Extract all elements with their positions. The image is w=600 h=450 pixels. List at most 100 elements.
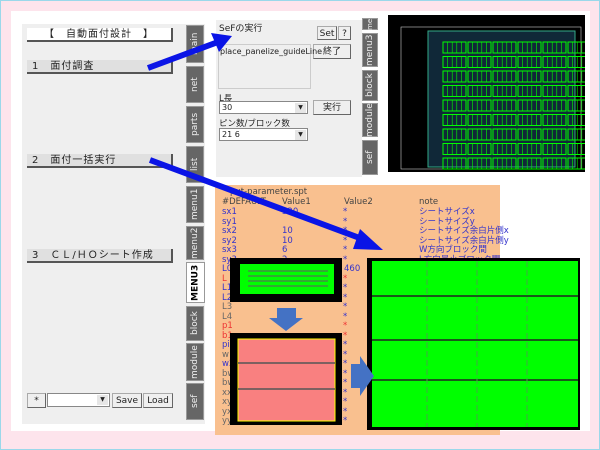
param-v2: * bbox=[343, 273, 348, 284]
help-button[interactable]: ? bbox=[338, 26, 351, 40]
cad-mark bbox=[492, 99, 517, 112]
survey-button[interactable]: 1 面付調査 bbox=[27, 60, 173, 74]
param-k: L bbox=[222, 273, 227, 284]
pin-count-label: ピン数/ブロック数 bbox=[219, 119, 290, 129]
cad-mark bbox=[237, 338, 336, 422]
cad-mark bbox=[248, 275, 328, 277]
cad-mark bbox=[517, 70, 542, 83]
cad-mark bbox=[542, 70, 567, 83]
param-v2: * bbox=[343, 302, 348, 312]
cad-mark bbox=[517, 143, 542, 155]
cad-mark bbox=[542, 99, 567, 112]
panel-title: 【 自動面付設計 】 bbox=[27, 28, 173, 42]
param-v2: * bbox=[343, 292, 348, 303]
cad-mark bbox=[467, 41, 492, 54]
cad-mark bbox=[467, 128, 492, 141]
cad-mark bbox=[240, 264, 334, 294]
param-v2: * bbox=[343, 368, 348, 379]
param-v2: * bbox=[343, 359, 348, 369]
star-button[interactable]: * bbox=[27, 393, 46, 408]
param-k: sy2 bbox=[222, 235, 237, 246]
cad-mark bbox=[542, 114, 567, 126]
param-v2: * bbox=[343, 378, 348, 388]
cad-mark bbox=[492, 41, 517, 54]
param-v2: * bbox=[343, 235, 348, 246]
block-green-image bbox=[230, 258, 342, 302]
cad-mark bbox=[442, 56, 467, 68]
param-v1: 10 bbox=[282, 226, 293, 236]
sef-title: SeFの実行 bbox=[219, 24, 263, 34]
cad-mark bbox=[542, 128, 567, 141]
preset-select[interactable]: ▼ bbox=[47, 393, 110, 407]
cad-mark bbox=[248, 270, 328, 272]
cad-mark bbox=[492, 56, 517, 68]
param-k: sx1 bbox=[222, 207, 237, 217]
param-v2: * bbox=[343, 387, 348, 398]
cad-mark bbox=[248, 280, 328, 282]
param-k: bw bbox=[222, 368, 235, 379]
param-k: L0 bbox=[222, 264, 233, 274]
save-button[interactable]: Save bbox=[112, 393, 142, 408]
cad-mark bbox=[467, 157, 492, 170]
param-k: w2 bbox=[222, 359, 235, 369]
command-list[interactable]: place_panelize_guideLine bbox=[218, 44, 322, 89]
param-v2: * bbox=[343, 330, 348, 341]
cad-mark bbox=[542, 143, 567, 155]
param-v2: * bbox=[343, 283, 348, 293]
param-k: xy bbox=[222, 397, 233, 407]
pin-count-select[interactable]: 21 6▼ bbox=[219, 128, 308, 141]
param-k: sy1 bbox=[222, 216, 237, 227]
cad-mark bbox=[467, 56, 492, 68]
cad-mark bbox=[372, 261, 578, 427]
run-button[interactable]: 実行 bbox=[313, 100, 351, 115]
cad-mark bbox=[492, 114, 517, 126]
param-k: yx bbox=[222, 406, 233, 417]
pointer-arrow-icon bbox=[146, 33, 232, 71]
cad-mark bbox=[467, 114, 492, 126]
cad-mark bbox=[467, 99, 492, 112]
param-note: シートサイズ余白片側y bbox=[419, 235, 509, 246]
cad-mark bbox=[442, 114, 467, 126]
cad-mark bbox=[442, 85, 467, 97]
block-pink-image bbox=[230, 333, 342, 425]
param-v1: 10 bbox=[282, 235, 293, 246]
auto-layout-panel bbox=[22, 24, 205, 424]
l-length-select[interactable]: 30▼ bbox=[219, 101, 308, 114]
cad-mark bbox=[542, 85, 567, 97]
param-k: sx3 bbox=[222, 245, 237, 255]
header-note: note bbox=[419, 197, 439, 207]
chevron-down-icon: ▼ bbox=[97, 395, 108, 405]
cl-ho-sheet-button[interactable]: 3 ＣＬ/ＨＯシート作成 bbox=[27, 249, 173, 263]
cad-mark bbox=[542, 157, 567, 170]
load-button[interactable]: Load bbox=[143, 393, 173, 408]
set-button[interactable]: Set bbox=[317, 26, 337, 40]
pointer-arrow-icon bbox=[148, 157, 383, 250]
cad-mark bbox=[492, 70, 517, 83]
param-k: b1 bbox=[222, 330, 233, 341]
header-value1: Value1 bbox=[282, 197, 311, 207]
cad-mark bbox=[542, 56, 567, 68]
cad-mark bbox=[517, 114, 542, 126]
cad-mark bbox=[442, 128, 467, 141]
batch-run-button[interactable]: 2 面付一括実行 bbox=[27, 154, 173, 168]
cad-mark bbox=[517, 85, 542, 97]
cad-mark bbox=[492, 85, 517, 97]
param-note: W方向ブロック間 bbox=[419, 245, 487, 255]
down-arrow-icon bbox=[269, 308, 303, 331]
param-k: L2 bbox=[222, 292, 233, 303]
cad-mark bbox=[517, 128, 542, 141]
param-v2: * bbox=[343, 311, 348, 322]
end-button[interactable]: 終了 bbox=[313, 44, 351, 59]
param-k: pi1 bbox=[222, 340, 236, 350]
cad-mark bbox=[492, 128, 517, 141]
param-note: シートサイズ余白片側x bbox=[419, 226, 509, 236]
param-k: L3 bbox=[222, 302, 233, 312]
cad-mark bbox=[467, 85, 492, 97]
cad-mark bbox=[248, 285, 328, 287]
filename: put-parameter.spt bbox=[230, 187, 308, 197]
param-k: sy3 bbox=[222, 255, 237, 265]
param-v2: * bbox=[343, 406, 348, 417]
list-item[interactable]: place_panelize_guideLine bbox=[220, 47, 323, 56]
cad-mark bbox=[442, 41, 467, 54]
cad-mark bbox=[517, 41, 542, 54]
